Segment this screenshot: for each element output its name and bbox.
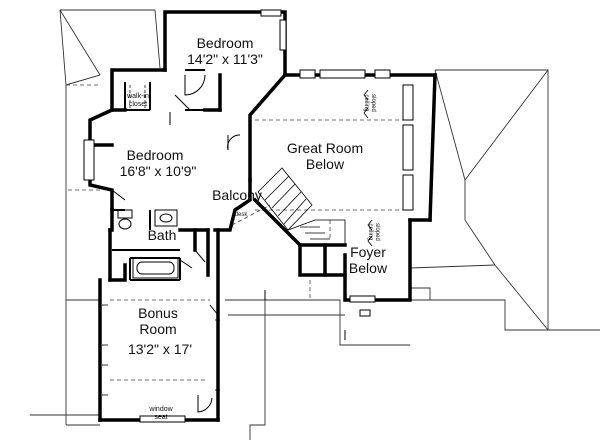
bedroom-top-size: 14'2" x 11'3" [187, 51, 263, 67]
sloped-ceiling-label-top: sloped ceiling [363, 94, 376, 112]
ceiling-label-2: ceiling [367, 223, 373, 240]
walk-in-label-1: walk-in [126, 93, 149, 100]
ceiling-label-1: ceiling [363, 94, 369, 111]
bedroom-top-name: Bedroom [197, 35, 254, 51]
sloped-label-2: sloped [374, 223, 380, 241]
desk-label: desk [235, 212, 249, 218]
bath-fixtures [117, 209, 179, 279]
foyer-name: Foyer [350, 244, 386, 260]
great-room-below: Below [306, 156, 345, 172]
window-seat-label-1: window [148, 406, 173, 413]
walls [88, 10, 437, 422]
window-seat-label-2: seat [154, 414, 167, 421]
great-room-name: Great Room [287, 140, 363, 156]
bath-name: Bath [148, 227, 177, 243]
bedroom-left-size: 16'8" x 10'9" [120, 163, 197, 179]
dashed-lines [66, 84, 411, 381]
doors [111, 74, 346, 413]
bonus-room-size: 13'2" x 17' [128, 341, 192, 357]
bonus-room-name: Bonus [138, 305, 178, 321]
room-labels: Bedroom 14'2" x 11'3" Bedroom 16'8" x 10… [120, 35, 388, 357]
bonus-room-details [102, 304, 220, 396]
sloped-ceiling-label-foyer: sloped ceiling [367, 223, 380, 241]
staircase [257, 167, 346, 245]
bedroom-left-name: Bedroom [127, 147, 184, 163]
closet-shelves [129, 85, 146, 108]
foyer-below: Below [349, 260, 388, 276]
windows [83, 9, 414, 423]
small-labels: walk-in closet desk window seat sloped c… [126, 93, 380, 421]
roof-outline [30, 9, 600, 440]
bonus-room-name2: Room [139, 321, 176, 337]
slope-arrows [363, 89, 373, 247]
balcony-name: Balcony [212, 187, 262, 203]
sloped-label-1: sloped [370, 94, 376, 112]
walk-in-label-2: closet [129, 101, 147, 108]
